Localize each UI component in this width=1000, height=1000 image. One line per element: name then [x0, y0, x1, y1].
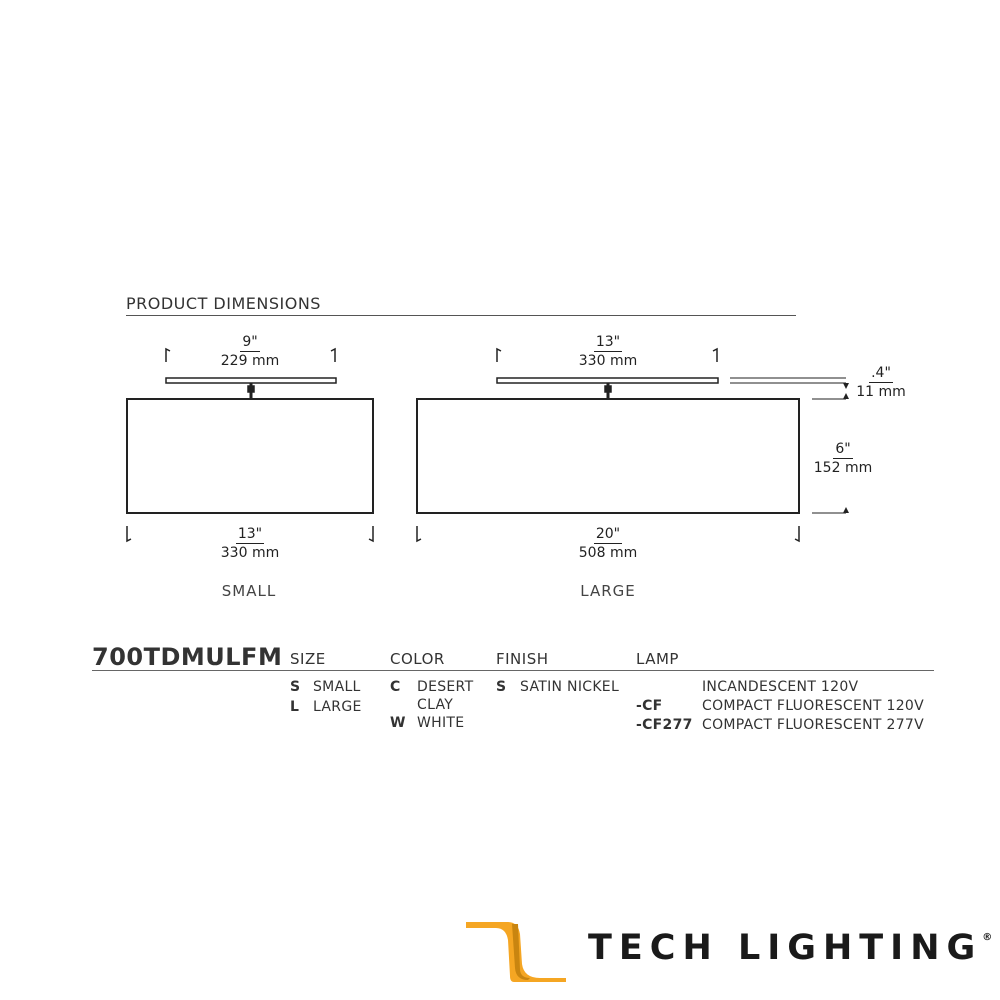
color-option-label: DESERT CLAY	[417, 679, 474, 713]
section-title: PRODUCT DIMENSIONS	[126, 294, 321, 313]
small-top-tick-left	[165, 347, 171, 362]
finish-header: FINISH	[496, 650, 549, 668]
registered-mark: ®	[982, 932, 993, 943]
small-bottom-tick-right	[368, 526, 374, 543]
lamp-option-label: COMPACT FLUORESCENT 277V	[702, 717, 925, 733]
size-option-code: S	[290, 679, 301, 695]
brand-name: TECH LIGHTING	[588, 928, 983, 968]
color-option-label: WHITE	[417, 715, 465, 731]
size-header: SIZE	[290, 650, 326, 668]
color-header: COLOR	[390, 650, 445, 668]
color-option-code: W	[390, 715, 406, 731]
side-dimension-leaders	[730, 377, 846, 514]
small-caption: SMALL	[221, 582, 277, 600]
section-divider	[126, 315, 796, 316]
large-bottom-tick-left	[416, 526, 422, 543]
small-top-dimension: 9" 229 mm	[200, 333, 300, 370]
height-mm: 152 mm	[813, 460, 873, 476]
lamp-option-code: -CF	[636, 698, 663, 714]
large-shade	[416, 398, 800, 514]
size-option: S	[290, 678, 300, 696]
large-top-inches: 13"	[593, 334, 623, 352]
small-bottom-dimension: 13" 330 mm	[200, 525, 300, 562]
lamp-option-code: -CF277	[636, 717, 693, 733]
finish-option-code: S	[496, 679, 507, 695]
lamp-header: LAMP	[636, 650, 679, 668]
large-caption: LARGE	[580, 582, 636, 600]
height-arrow-bottom-icon	[843, 507, 849, 513]
small-canopy	[165, 377, 337, 384]
small-top-inches: 9"	[240, 334, 260, 352]
large-top-mm: 330 mm	[578, 353, 638, 369]
color-option: W	[390, 714, 406, 732]
small-top-mm: 229 mm	[220, 353, 280, 369]
lamp-option-label: INCANDESCENT 120V	[702, 679, 859, 695]
small-stem-knuckle	[247, 385, 255, 393]
small-top-tick-right	[330, 347, 336, 362]
tech-lighting-logo-icon	[466, 922, 566, 982]
color-option: C	[390, 678, 401, 696]
model-number: 700TDMULFM	[92, 643, 283, 671]
size-option-label: LARGE	[313, 699, 362, 715]
large-top-dimension: 13" 330 mm	[558, 333, 658, 370]
large-top-tick-right	[712, 347, 718, 362]
small-bottom-mm: 330 mm	[220, 545, 280, 561]
large-canopy	[496, 377, 719, 384]
size-option-label: SMALL	[313, 679, 361, 695]
height-arrow-top-icon	[843, 393, 849, 399]
canopy-mm: 11 mm	[856, 384, 906, 400]
size-option-code: L	[290, 699, 300, 715]
dimension-drawing	[126, 347, 849, 543]
large-bottom-inches: 20"	[593, 526, 623, 544]
small-shade	[126, 398, 374, 514]
large-fixture-drawing	[416, 347, 800, 543]
color-option-code: C	[390, 679, 401, 695]
size-option: L	[290, 698, 299, 716]
large-bottom-mm: 508 mm	[578, 545, 638, 561]
large-top-tick-left	[496, 347, 502, 362]
large-bottom-dimension: 20" 508 mm	[558, 525, 658, 562]
brand-wordmark: TECH LIGHTING®	[588, 928, 992, 968]
large-stem-knuckle	[604, 385, 612, 393]
canopy-arrow-icon	[843, 383, 849, 389]
canopy-inches: .4"	[869, 365, 893, 383]
small-bottom-inches: 13"	[235, 526, 265, 544]
spec-divider	[92, 670, 934, 671]
finish-option: S	[496, 678, 506, 696]
finish-option-label: SATIN NICKEL	[520, 679, 620, 695]
lamp-option-label: COMPACT FLUORESCENT 120V	[702, 698, 925, 714]
small-bottom-tick-left	[126, 526, 132, 543]
canopy-thickness-dimension: .4" 11 mm	[846, 364, 916, 401]
small-fixture-drawing	[126, 347, 374, 543]
large-bottom-tick-right	[794, 526, 800, 543]
shade-height-dimension: 6" 152 mm	[808, 440, 878, 477]
height-inches: 6"	[833, 441, 853, 459]
